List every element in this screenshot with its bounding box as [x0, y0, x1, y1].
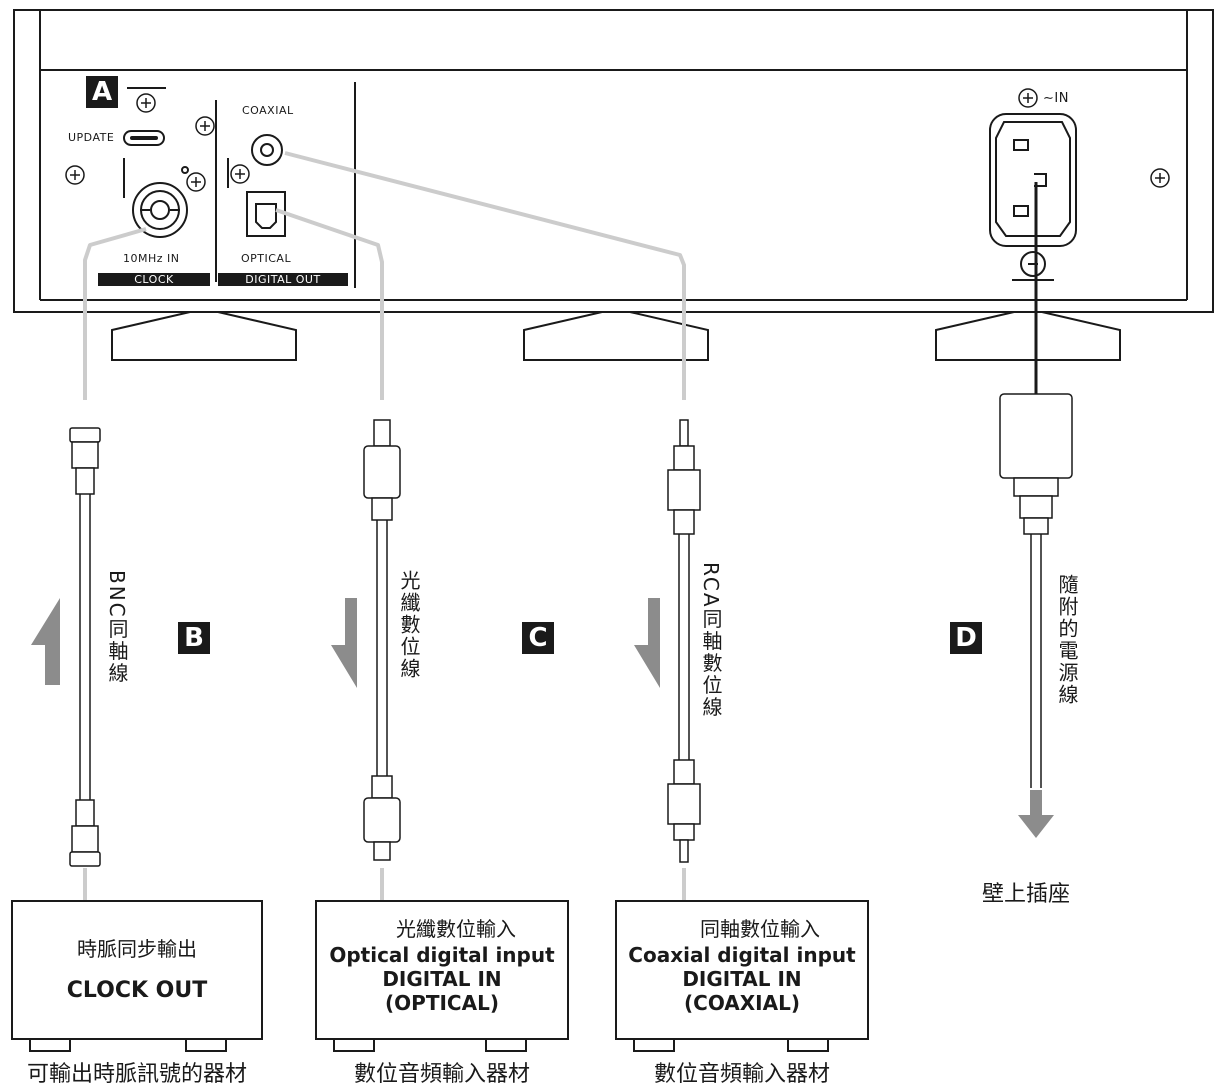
arrow-down-icon: [331, 598, 357, 688]
arrow-up-icon: [31, 598, 60, 685]
optical-label: OPTICAL: [241, 252, 292, 265]
digital-out-strip: DIGITAL OUT: [218, 273, 348, 286]
rear-panel-chassis: [13, 9, 1214, 313]
rca-cable: [667, 419, 701, 863]
optical-device-line2: Optical digital input: [329, 943, 555, 967]
screw: [65, 165, 85, 185]
arrow-down-icon: [634, 598, 660, 688]
device-box-clock: [11, 900, 263, 1040]
coaxial-device-line2: Coaxial digital input: [628, 943, 856, 967]
clock-device-line2: CLOCK OUT: [66, 978, 208, 1003]
optical-cable: [363, 419, 401, 861]
ac-in-label: ∼IN: [1043, 91, 1069, 106]
clock-device-caption: 可輸出時脈訊號的器材: [26, 1062, 247, 1087]
foot-left: [111, 311, 297, 361]
optical-route: [275, 208, 384, 400]
ac-inlet: [989, 113, 1077, 281]
chassis-feet: [111, 311, 1121, 361]
destination-devices: [11, 900, 869, 1052]
update-label: UPDATE: [68, 131, 115, 144]
bnc-cable-label: BNC同軸線: [105, 570, 129, 685]
coaxial-jack: [251, 134, 283, 166]
coaxial-device-line3: DIGITAL IN: [682, 967, 802, 991]
screw: [230, 164, 250, 184]
cable-routes: [83, 151, 686, 920]
section-badge-b: B: [178, 622, 210, 654]
screw: [1150, 168, 1170, 188]
screw: [186, 172, 206, 192]
power-plug: [999, 393, 1073, 788]
rca-cable-label: RCA同軸數位線: [699, 562, 723, 719]
optical-device-line4: (OPTICAL): [385, 991, 499, 1015]
bnc-cable: [69, 427, 101, 867]
foot-middle: [523, 311, 709, 361]
section-badge-a: A: [86, 76, 118, 108]
coaxial-device-line4: (COAXIAL): [684, 991, 800, 1015]
bnc-jack: [132, 182, 188, 238]
wall-outlet-label: 壁上插座: [982, 882, 1071, 907]
clock-device-line1: 時脈同步輸出: [77, 937, 197, 961]
coaxial-route: [284, 151, 686, 400]
screw: [195, 116, 215, 136]
panel-screws: [65, 88, 1170, 192]
screw: [136, 93, 156, 113]
section-badge-d: D: [950, 622, 982, 654]
coaxial-label: COAXIAL: [242, 104, 294, 117]
coaxial-device-caption: 數位音頻輸入器材: [653, 1062, 830, 1087]
optical-device-line3: DIGITAL IN: [382, 967, 502, 991]
arrow-down-icon: [1018, 790, 1054, 838]
screw: [1018, 88, 1038, 108]
optical-device-caption: 數位音頻輸入器材: [353, 1062, 530, 1087]
clock-in-label: 10MHz IN: [123, 252, 180, 265]
device-box-optical: [315, 900, 569, 1040]
foot-right: [935, 311, 1121, 361]
clock-strip: CLOCK: [98, 273, 210, 286]
device-box-coaxial: [615, 900, 869, 1040]
optical-device-line1: 光纖數位輸入: [396, 917, 516, 941]
optical-cable-label: 光纖數位線: [397, 570, 421, 680]
section-badge-c: C: [522, 622, 554, 654]
bnc-route: [83, 227, 147, 400]
power-cord-label: 隨附的電源線: [1055, 574, 1079, 706]
signal-arrows: [31, 598, 1054, 838]
optical-jack: [246, 191, 286, 237]
coaxial-device-line1: 同軸數位輸入: [700, 917, 820, 941]
